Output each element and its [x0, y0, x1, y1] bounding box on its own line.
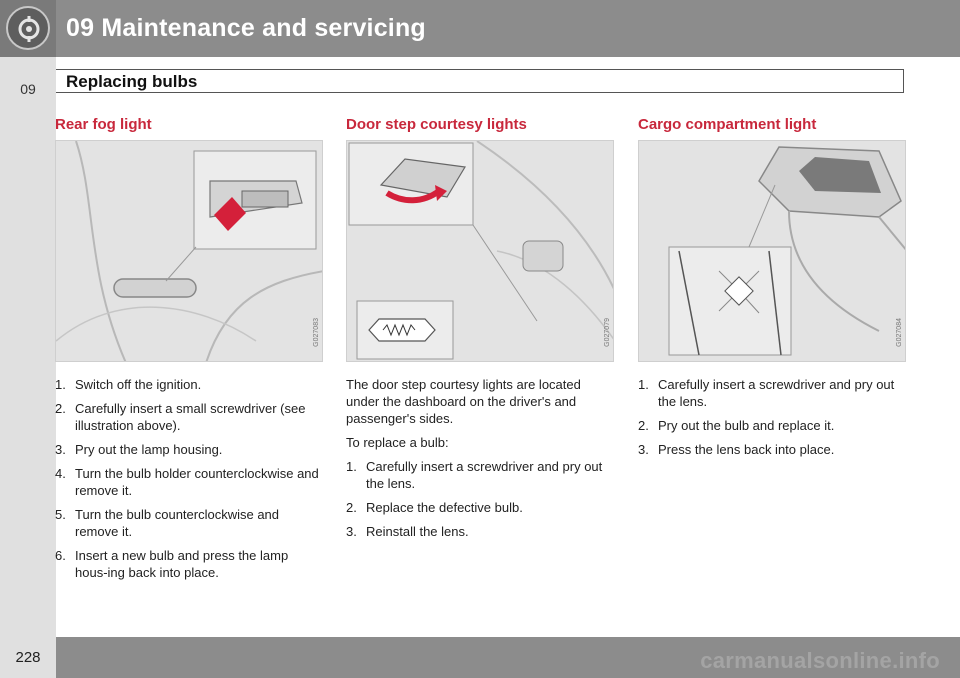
step-text: Insert a new bulb and press the lamp hou… — [75, 548, 289, 580]
step-number: 1. — [638, 377, 649, 392]
body-text: 1. Switch off the ignition. 2. Carefully i… — [55, 376, 323, 581]
footer-tab — [0, 637, 56, 678]
figure-code: G027083 — [313, 318, 320, 347]
step-number: 4. — [55, 466, 66, 481]
step-number: 1. — [346, 459, 357, 474]
wrench-gear-icon — [6, 6, 50, 50]
light-lens-icon — [718, 270, 760, 314]
step-text: Replace the defective bulb. — [366, 500, 523, 515]
step-text: Carefully insert a screwdriver and pry o… — [366, 459, 603, 491]
heading-door-step-courtesy-lights: Door step courtesy lights — [346, 116, 527, 133]
page-number: 228 — [15, 649, 41, 666]
column-cargo-compartment-light: Cargo compartment light G027084 1. Carefu… — [638, 116, 906, 465]
figure-code: G027084 — [896, 318, 903, 347]
step-number: 3. — [55, 442, 66, 457]
chapter-tab — [0, 0, 56, 57]
body-text: 1. Carefully insert a screwdriver and pry… — [638, 376, 906, 458]
list-item: 4. Turn the bulb holder counterclockwise … — [55, 465, 323, 499]
step-text: Turn the bulb counterclockwise and remov… — [75, 507, 280, 539]
step-number: 3. — [346, 524, 357, 539]
body-text: The door step courtesy lights are locate… — [346, 376, 614, 540]
door-step-light-illustration — [347, 141, 613, 361]
column-rear-fog-light: Rear fog light G027083 1. Switch off the … — [55, 116, 323, 588]
step-number: 3. — [638, 442, 649, 457]
step-text: Carefully insert a screwdriver and pry o… — [658, 377, 895, 409]
chapter-title: 09 Maintenance and servicing — [66, 14, 426, 42]
intro-paragraph: The door step courtesy lights are locate… — [346, 377, 581, 426]
step-number: 2. — [638, 418, 649, 433]
list-item: 2. Carefully insert a small screwdriver (… — [55, 400, 323, 434]
step-number: 2. — [346, 500, 357, 515]
list-item: 1. Switch off the ignition. — [55, 376, 323, 393]
figure-cargo-compartment-light: G027084 — [638, 140, 906, 362]
intro-paragraph: To replace a bulb: — [346, 435, 449, 450]
list-item: 3. Press the lens back into place. — [638, 441, 906, 458]
red-arrow-icon — [385, 188, 441, 204]
step-text: Turn the bulb holder counterclockwise an… — [75, 466, 319, 498]
figure-rear-fog-light: G027083 — [55, 140, 323, 362]
step-number: 6. — [55, 548, 66, 563]
step-list: 1. Carefully insert a screwdriver and pry… — [346, 458, 614, 540]
page-footer: 228 carmanualsonline.info — [0, 637, 960, 678]
step-text: Press the lens back into place. — [658, 442, 835, 457]
figure-code: G027079 — [604, 318, 611, 347]
red-arrow-icon — [214, 197, 246, 231]
step-number: 5. — [55, 507, 66, 522]
heading-rear-fog-light: Rear fog light — [55, 116, 152, 133]
step-text: Pry out the bulb and replace it. — [658, 418, 835, 433]
heading-cargo-compartment-light: Cargo compartment light — [638, 116, 817, 133]
step-text: Switch off the ignition. — [75, 377, 202, 392]
step-text: Reinstall the lens. — [366, 524, 469, 539]
chapter-header: 09 Maintenance and servicing — [0, 0, 960, 57]
step-text: Pry out the lamp housing. — [75, 442, 223, 457]
list-item: 6. Insert a new bulb and press the lamp h… — [55, 547, 323, 581]
figure-door-step-courtesy-lights: G027079 — [346, 140, 614, 362]
step-number: 1. — [55, 377, 66, 392]
section-title-box — [56, 69, 904, 93]
list-item: 2. Replace the defective bulb. — [346, 499, 614, 516]
column-door-step-courtesy-lights: Door step courtesy lights G027079 The do… — [346, 116, 614, 547]
list-item: 2. Pry out the bulb and replace it. — [638, 417, 906, 434]
list-item: 3. Reinstall the lens. — [346, 523, 614, 540]
step-number: 2. — [55, 401, 66, 416]
side-chapter-number: 09 — [20, 81, 36, 97]
list-item: 3. Pry out the lamp housing. — [55, 441, 323, 458]
section-title: Replacing bulbs — [66, 72, 198, 91]
watermark: carmanualsonline.info — [700, 648, 940, 673]
list-item: 1. Carefully insert a screwdriver and pry… — [638, 376, 906, 410]
step-list: 1. Carefully insert a screwdriver and pry… — [638, 376, 906, 458]
step-list: 1. Switch off the ignition. 2. Carefully i… — [55, 376, 323, 581]
step-text: Carefully insert a small screwdriver (se… — [75, 401, 306, 433]
cargo-light-illustration — [639, 141, 905, 361]
list-item: 1. Carefully insert a screwdriver and pry… — [346, 458, 614, 492]
rear-fog-light-illustration — [56, 141, 322, 361]
chapter-side-bar — [0, 57, 56, 637]
list-item: 5. Turn the bulb counterclockwise and rem… — [55, 506, 323, 540]
